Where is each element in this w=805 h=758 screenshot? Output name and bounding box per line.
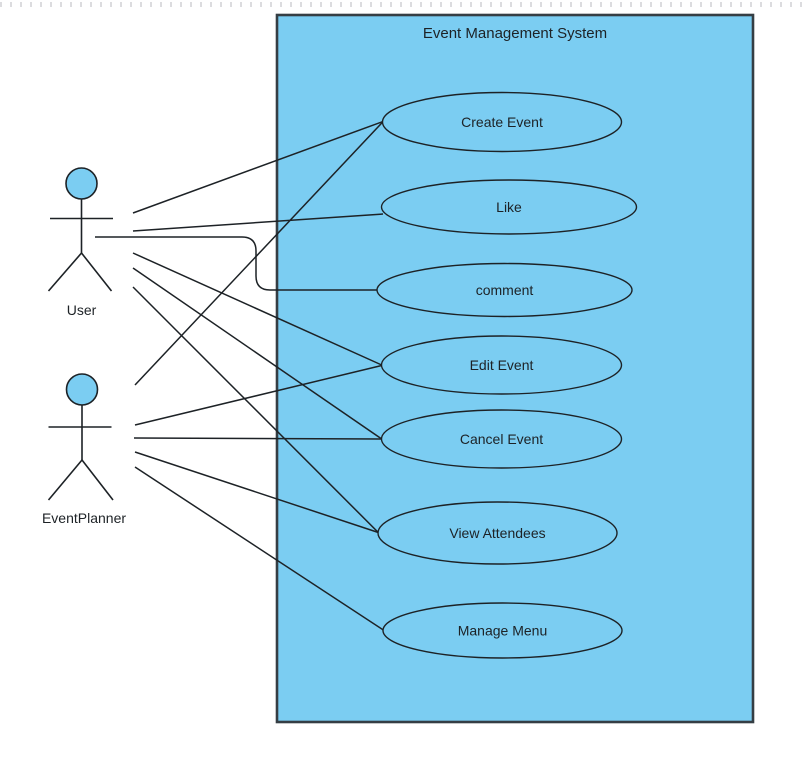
association-user-like[interactable]	[132, 213, 384, 232]
usecase-manage-menu-label: Manage Menu	[458, 623, 548, 639]
usecase-like[interactable]: Like	[380, 179, 638, 235]
association-eventplanner-cancel-event[interactable]	[133, 437, 382, 440]
actor-eventplanner-leg-right	[81, 459, 114, 501]
usecase-edit-event[interactable]: Edit Event	[380, 335, 623, 395]
usecase-edit-event-ellipse[interactable]	[380, 335, 623, 395]
usecase-manage-menu-ellipse[interactable]	[382, 602, 623, 659]
usecase-edit-event-label: Edit Event	[470, 357, 534, 373]
association-user-cancel-event[interactable]	[132, 267, 383, 440]
association-user-view-attendees[interactable]	[132, 286, 379, 534]
usecase-create-event-label: Create Event	[461, 114, 543, 130]
usecase-comment[interactable]: comment	[376, 262, 633, 318]
usecase-comment-ellipse[interactable]	[376, 262, 633, 318]
usecase-view-attendees-ellipse[interactable]	[377, 501, 618, 565]
actor-eventplanner-label: EventPlanner	[42, 510, 126, 526]
actor-user[interactable]: User	[47, 167, 114, 318]
usecase-cancel-event-label: Cancel Event	[460, 431, 543, 447]
usecase-like-ellipse[interactable]	[380, 179, 638, 235]
actor-eventplanner-leg-left	[47, 459, 83, 501]
ruler-ticks-decoration	[0, 2, 805, 7]
actor-eventplanner[interactable]: EventPlanner	[42, 373, 126, 526]
actor-user-head-icon	[65, 167, 98, 200]
association-user-comment[interactable]	[95, 236, 377, 291]
association-eventplanner-create-event[interactable]	[134, 121, 384, 386]
association-eventplanner-edit-event[interactable]	[134, 364, 382, 426]
association-eventplanner-view-attendees[interactable]	[134, 451, 379, 534]
usecase-view-attendees-label: View Attendees	[449, 525, 545, 541]
usecase-like-label: Like	[496, 199, 522, 215]
associations	[95, 120, 384, 631]
usecase-create-event[interactable]: Create Event	[381, 91, 623, 153]
usecase-manage-menu[interactable]: Manage Menu	[382, 602, 623, 659]
actor-user-label: User	[67, 302, 97, 318]
usecase-create-event-ellipse[interactable]	[381, 91, 623, 153]
actor-user-leg-right	[80, 252, 113, 292]
actor-user-leg-left	[47, 252, 83, 292]
usecase-cancel-event-ellipse[interactable]	[380, 409, 623, 469]
actor-eventplanner-head-icon	[65, 373, 99, 406]
usecase-comment-label: comment	[476, 282, 534, 298]
association-user-create-event[interactable]	[132, 120, 384, 214]
usecase-cancel-event[interactable]: Cancel Event	[380, 409, 623, 469]
association-eventplanner-manage-menu[interactable]	[134, 466, 384, 631]
usecase-view-attendees[interactable]: View Attendees	[377, 501, 618, 565]
system-boundary-title: Event Management System	[423, 25, 607, 42]
association-user-edit-event[interactable]	[132, 252, 383, 366]
